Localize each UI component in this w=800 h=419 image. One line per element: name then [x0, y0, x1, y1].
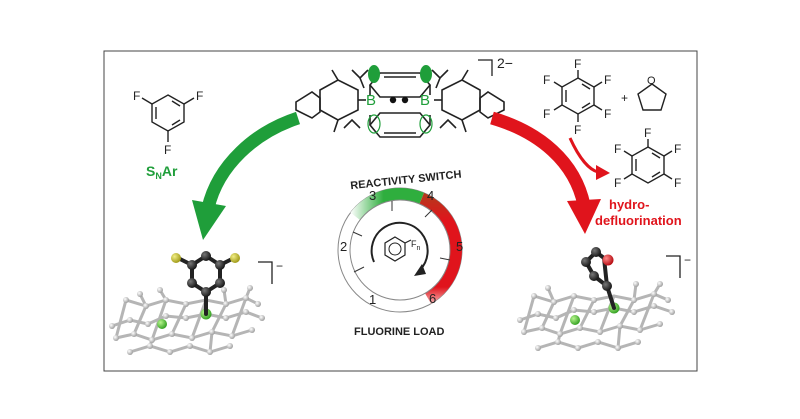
dial-rotation-arrowhead: [414, 264, 426, 276]
boron-left-label: B: [366, 92, 376, 109]
electron-dot-right: [401, 96, 409, 104]
tfb-fluorine-2: F: [196, 89, 203, 103]
dial-level-3: 3: [369, 188, 376, 203]
hydrodefluorination-label-1: hydro-: [609, 197, 649, 212]
right-product-charge: −: [684, 253, 691, 267]
dial-rotation-arrow: [370, 221, 429, 271]
hfb-fluorine-4: F: [574, 123, 581, 137]
left-product-bracket: [258, 261, 273, 284]
thf-oxygen: O: [647, 75, 656, 87]
hydrodefluorination-label-2: defluorination: [595, 213, 682, 228]
snar-label: SNAr: [146, 163, 178, 181]
tfb-fluorine-3: F: [164, 143, 171, 157]
dial-center-benzene: [384, 236, 412, 262]
pfb-fluorine-4: F: [614, 176, 621, 190]
dial-ticks: [352, 201, 451, 273]
snar-label-tail: Ar: [162, 163, 178, 179]
hfb-fluorine-1: F: [574, 57, 581, 71]
dial-green-segment: [350, 187, 424, 220]
dial-level-6: 6: [429, 291, 436, 306]
dial-level-5: 5: [456, 239, 463, 254]
orbital-outline-left: [367, 114, 381, 134]
dial-center-benzene-circle: [388, 242, 402, 256]
hfb-fluorine-5: F: [543, 107, 550, 121]
right-product-bracket: [666, 255, 681, 278]
dial-inner-ring: [349, 199, 451, 301]
pentafluorobenzene: [623, 139, 673, 184]
red-arrowhead: [567, 199, 601, 234]
snar-label-sub: N: [155, 171, 162, 181]
left-product-model: [109, 251, 265, 355]
boron-right-label: B: [420, 92, 430, 109]
pfb-fluorine-5: F: [614, 142, 621, 156]
top-complex-charge: 2−: [497, 55, 513, 71]
hexafluorobenzene: [553, 70, 603, 122]
dial-bottom-label: FLUORINE LOAD: [354, 326, 444, 338]
orbital-lobe-left: [368, 65, 380, 83]
red-branch-arrowhead: [596, 165, 610, 180]
green-reaction-arrow: [201, 111, 301, 210]
electron-dot-left: [389, 96, 397, 104]
dial-center-n: n: [417, 245, 421, 252]
dial-level-4: 4: [427, 188, 434, 203]
green-arrowhead: [192, 200, 226, 240]
snar-label-main: S: [146, 163, 155, 179]
top-complex-bracket: [478, 59, 493, 76]
tfb-fluorine-1: F: [133, 89, 140, 103]
hfb-fluorine-2: F: [604, 73, 611, 87]
trifluorobenzene: [141, 94, 195, 142]
dial-center-f: F: [411, 239, 417, 249]
top-diboron-complex: [295, 69, 505, 138]
orbital-lobe-right: [420, 65, 432, 83]
dial-level-2: 2: [340, 239, 347, 254]
thf-ring: [637, 83, 667, 111]
outer-frame: [103, 50, 698, 372]
orbital-outline-right: [419, 114, 433, 134]
red-reaction-arrow: [490, 111, 591, 207]
dial-red-segment: [419, 192, 462, 304]
pfb-fluorine-3: F: [674, 176, 681, 190]
dial-center-label: Fn: [411, 239, 421, 252]
red-branch-arrow: [568, 137, 599, 174]
hfb-fluorine-6: F: [543, 73, 550, 87]
left-product-charge: −: [276, 259, 283, 273]
pfb-fluorine-2: F: [674, 142, 681, 156]
hfb-fluorine-3: F: [604, 107, 611, 121]
right-product-model: [517, 247, 675, 351]
pfb-fluorine-1: F: [644, 126, 651, 140]
plus-sign: +: [621, 91, 628, 105]
dial-level-1: 1: [369, 292, 376, 307]
